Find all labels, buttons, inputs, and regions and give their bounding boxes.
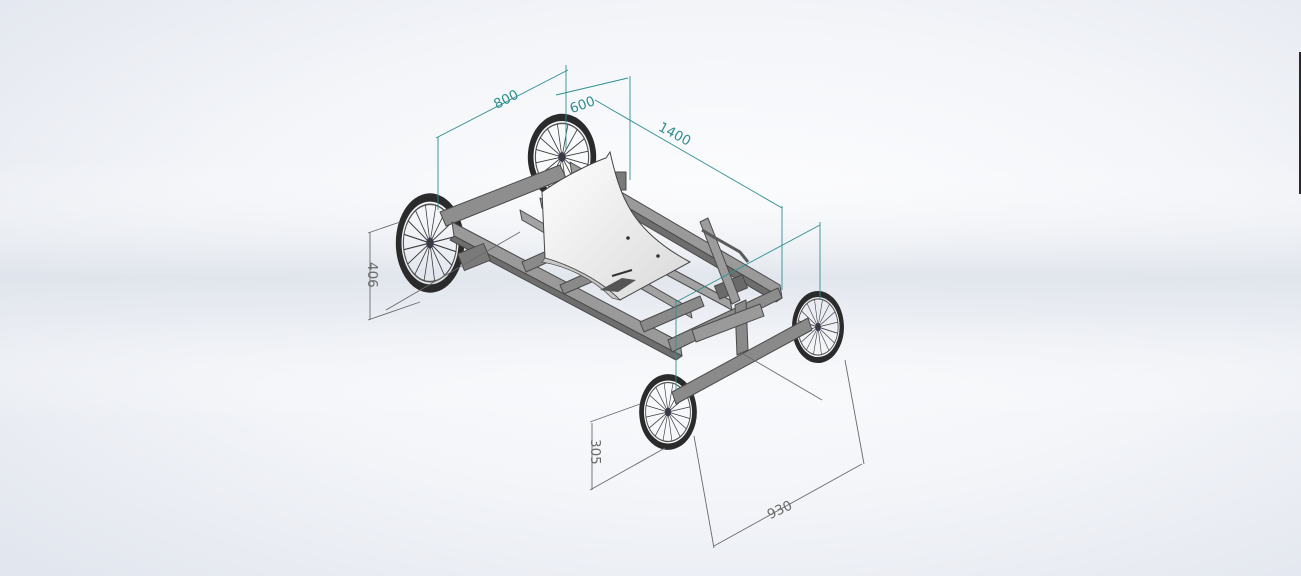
dimension-lines [367,65,865,549]
viewport-edge-bar [1299,52,1301,194]
seat [541,150,692,301]
dim-label-406: 406 [364,262,380,288]
dim-label-305: 305 [587,439,603,465]
go-kart-frame-icon[interactable] [394,111,846,452]
dimension-labels: 800 600 1400 406 305 930 [364,87,795,523]
